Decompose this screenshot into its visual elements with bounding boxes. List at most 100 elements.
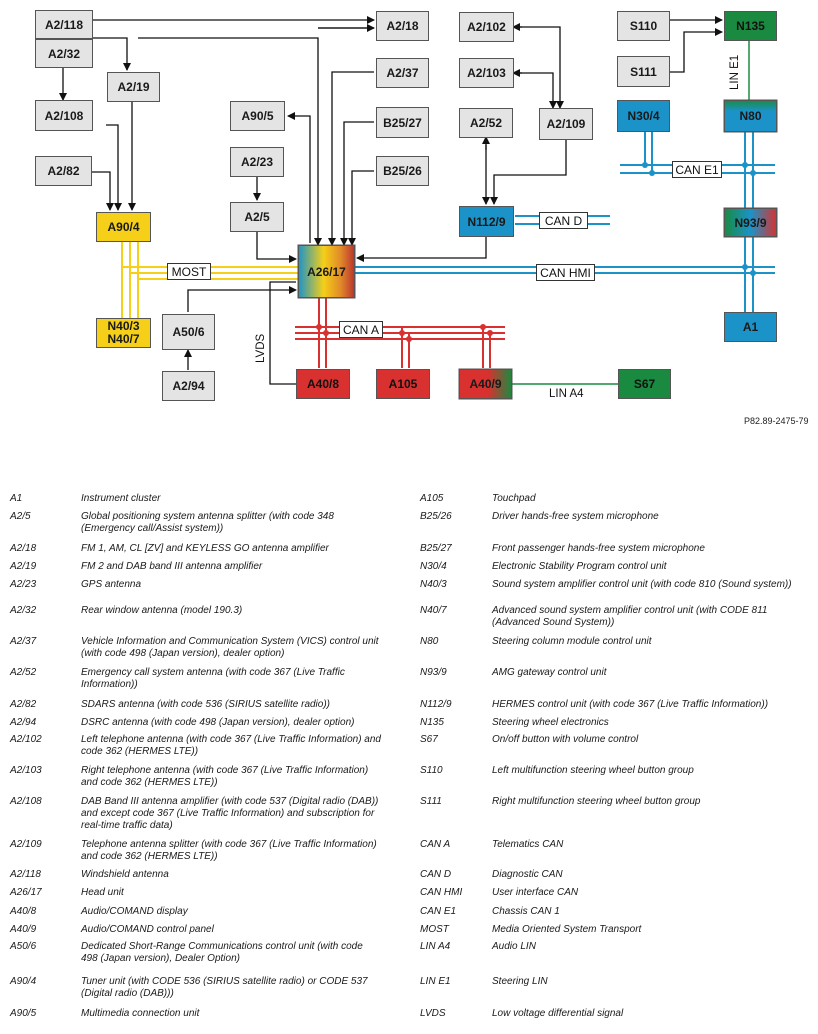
legend-code: A2/118 bbox=[10, 869, 41, 880]
block-a2-52: A2/52 bbox=[459, 108, 513, 138]
block-a90-5: A90/5 bbox=[230, 101, 285, 131]
legend-code: N80 bbox=[420, 636, 439, 647]
block-a40-9: A40/9 bbox=[459, 369, 512, 399]
block-n112-9: N112/9 bbox=[459, 206, 514, 237]
legend-description: Media Oriented System Transport bbox=[492, 924, 642, 935]
legend-code: CAN E1 bbox=[420, 906, 457, 917]
legend-description: Head unit bbox=[81, 887, 124, 898]
legend-code: N112/9 bbox=[420, 699, 452, 710]
legend-code: A2/32 bbox=[10, 605, 37, 616]
legend-description: AMG gateway control unit bbox=[492, 667, 607, 678]
legend-description: Global positioning system antenna splitt… bbox=[81, 511, 334, 534]
legend-code: S111 bbox=[420, 796, 442, 807]
legend-code: A50/6 bbox=[10, 941, 37, 952]
legend-code: A2/103 bbox=[10, 765, 42, 776]
block-n80: N80 bbox=[724, 100, 777, 132]
block-a2-5: A2/5 bbox=[230, 202, 284, 232]
legend-description: Driver hands-free system microphone bbox=[492, 511, 659, 522]
block-s110: S110 bbox=[617, 11, 670, 41]
legend-code: A90/4 bbox=[10, 976, 37, 987]
block-b25-26: B25/26 bbox=[376, 156, 429, 186]
network-diagram: A2/118 A2/32 A2/19 A2/108 A2/82 A90/4 A9… bbox=[0, 0, 818, 440]
bus-label-most: MOST bbox=[167, 263, 211, 280]
block-a2-102: A2/102 bbox=[459, 12, 514, 42]
legend-code: B25/27 bbox=[420, 543, 452, 554]
legend-description: Steering column module control unit bbox=[492, 636, 652, 647]
reference-number: P82.89-2475-79 bbox=[744, 416, 809, 426]
bus-label-lin-e1: LIN E1 bbox=[729, 54, 741, 90]
legend-description: Multimedia connection unit bbox=[81, 1008, 200, 1019]
legend-description: Sound system amplifier control unit (wit… bbox=[492, 579, 792, 590]
legend-description: Windshield antenna bbox=[81, 869, 169, 880]
legend-code: A40/9 bbox=[10, 924, 37, 935]
legend-code: B25/26 bbox=[420, 511, 452, 522]
legend-description: Telematics CAN bbox=[492, 839, 564, 850]
legend-description: Advanced sound system amplifier control … bbox=[492, 605, 768, 628]
n40-7-label: N40/7 bbox=[107, 332, 140, 346]
legend-description: Chassis CAN 1 bbox=[492, 906, 560, 917]
legend-code: A2/102 bbox=[10, 734, 42, 745]
legend-code: S67 bbox=[420, 734, 438, 745]
block-n93-9: N93/9 bbox=[724, 208, 777, 237]
legend-description: Telephone antenna splitter (with code 36… bbox=[81, 839, 377, 862]
block-b25-27: B25/27 bbox=[376, 107, 429, 138]
block-a105: A105 bbox=[376, 369, 430, 399]
legend-code: LIN E1 bbox=[420, 976, 451, 987]
legend-code: A2/109 bbox=[10, 839, 42, 850]
block-a26-17: A26/17 bbox=[298, 245, 355, 298]
legend-description: Rear window antenna (model 190.3) bbox=[81, 605, 243, 616]
legend-code: N93/9 bbox=[420, 667, 447, 678]
legend-description: HERMES control unit (with code 367 (Live… bbox=[492, 699, 769, 710]
legend-description: DSRC antenna (with code 498 (Japan versi… bbox=[81, 717, 355, 728]
legend-description: Front passenger hands-free system microp… bbox=[492, 543, 705, 554]
legend-description: Dedicated Short-Range Communications con… bbox=[81, 941, 363, 964]
head-unit-fill bbox=[297, 244, 356, 299]
legend-code: N135 bbox=[420, 717, 444, 728]
legend-code: A90/5 bbox=[10, 1008, 37, 1019]
legend-description: Audio/COMAND display bbox=[81, 906, 188, 917]
legend-code: A2/18 bbox=[10, 543, 37, 554]
block-s67: S67 bbox=[618, 369, 671, 399]
legend-description: Tuner unit (with CODE 536 (SIRIUS satell… bbox=[81, 976, 368, 999]
legend-description: Diagnostic CAN bbox=[492, 869, 563, 880]
block-s111: S111 bbox=[617, 56, 670, 87]
legend-description: Low voltage differential signal bbox=[492, 1008, 624, 1019]
legend-description: SDARS antenna (with code 536 (SIRIUS sat… bbox=[81, 699, 331, 710]
legend-description: On/off button with volume control bbox=[492, 734, 639, 745]
legend-description: Left telephone antenna (with code 367 (L… bbox=[81, 734, 381, 757]
legend-code: A105 bbox=[420, 493, 444, 504]
block-a2-94: A2/94 bbox=[162, 371, 215, 401]
legend-description: FM 1, AM, CL [ZV] and KEYLESS GO antenna… bbox=[81, 543, 329, 554]
legend-code: N30/4 bbox=[420, 561, 447, 572]
block-a2-103: A2/103 bbox=[459, 58, 514, 88]
block-a2-109: A2/109 bbox=[539, 108, 593, 140]
block-a2-32: A2/32 bbox=[35, 39, 93, 68]
legend-code: LVDS bbox=[420, 1008, 446, 1019]
legend-description: Emergency call system antenna (with code… bbox=[81, 667, 345, 690]
block-n30-4: N30/4 bbox=[617, 100, 670, 132]
most-bus bbox=[121, 242, 298, 318]
legend-code: N40/3 bbox=[420, 579, 447, 590]
legend-description: DAB Band III antenna amplifier (with cod… bbox=[81, 796, 379, 831]
block-a50-6: A50/6 bbox=[162, 314, 215, 350]
legend-code: A2/5 bbox=[10, 511, 31, 522]
legend-code: CAN A bbox=[420, 839, 451, 850]
legend-description: Touchpad bbox=[492, 493, 536, 504]
block-a2-37: A2/37 bbox=[376, 58, 429, 88]
legend-code: A2/23 bbox=[10, 579, 37, 590]
legend-code: S110 bbox=[420, 765, 443, 776]
legend-description: Steering wheel electronics bbox=[492, 717, 609, 728]
legend-description: Electronic Stability Program control uni… bbox=[492, 561, 667, 572]
signal-lines bbox=[59, 16, 723, 385]
legend-description: User interface CAN bbox=[492, 887, 579, 898]
legend-code: A2/94 bbox=[10, 717, 37, 728]
legend-code: A2/52 bbox=[10, 667, 37, 678]
bus-label-can-hmi: CAN HMI bbox=[536, 264, 595, 281]
block-a2-118: A2/118 bbox=[35, 10, 93, 39]
legend-code: A2/108 bbox=[10, 796, 42, 807]
bus-label-can-d: CAN D bbox=[539, 212, 588, 229]
legend-description: GPS antenna bbox=[81, 579, 142, 590]
block-a2-82: A2/82 bbox=[35, 156, 92, 186]
legend-code: LIN A4 bbox=[420, 941, 451, 952]
n40-3-label: N40/3 bbox=[107, 319, 140, 333]
